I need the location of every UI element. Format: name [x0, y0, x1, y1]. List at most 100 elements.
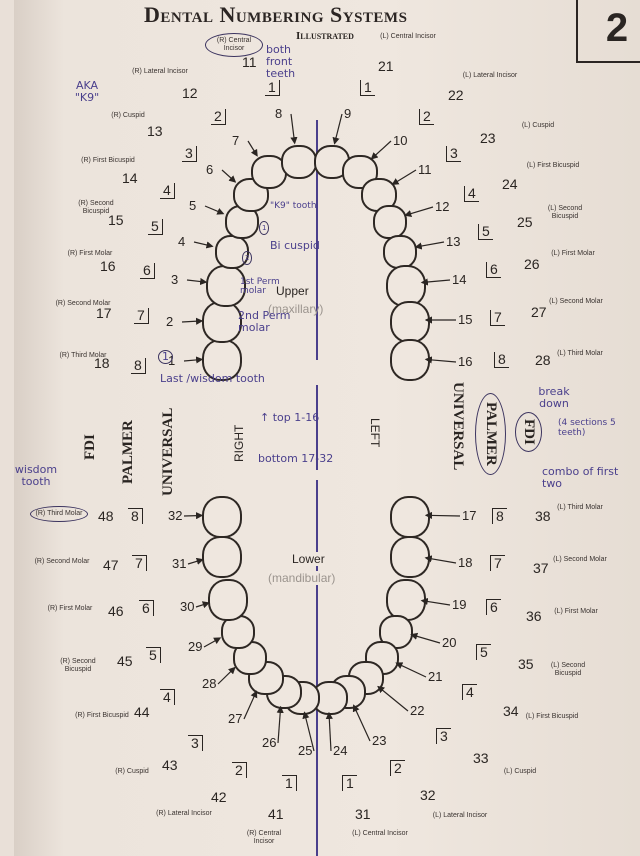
tooth-name: (L) Third Molar — [557, 350, 603, 357]
palmer-label-left: PALMER — [475, 393, 506, 475]
tooth-name: (R) Second Molar — [34, 558, 90, 565]
page-title: Dental Numbering Systems — [144, 2, 408, 27]
upper-label: Upper — [276, 284, 309, 298]
tooth-30[interactable] — [208, 579, 248, 621]
fdi-number: 22 — [448, 87, 464, 103]
fdi-number: 48 — [98, 508, 114, 524]
tooth-name: (R) Lateral Incisor — [132, 68, 188, 75]
fdi-number: 24 — [502, 176, 518, 192]
fdi-number: 47 — [103, 557, 119, 573]
arrow — [420, 597, 451, 606]
tooth-15[interactable] — [390, 301, 430, 343]
universal-number: 6 — [206, 162, 214, 177]
midline-upper — [316, 120, 318, 360]
tooth-name: (L) Cuspid — [521, 122, 555, 129]
tooth-name: (L) Central Incisor — [352, 830, 408, 837]
fdi-number: 33 — [473, 750, 489, 766]
universal-number: 9 — [344, 106, 352, 121]
palmer-number: 5 — [148, 219, 163, 235]
document-page: Dental Numbering Systems Illustrated 2 U… — [14, 0, 640, 856]
universal-number: 27 — [228, 711, 243, 726]
page-subtitle: Illustrated — [296, 30, 354, 42]
note-last-wisdom-tooth: Last /wisdom tooth — [160, 372, 265, 385]
fdi-number: 14 — [122, 170, 138, 186]
arrow — [414, 241, 445, 250]
tooth-name: (L) First Bicuspid — [525, 713, 579, 720]
palmer-number: 7 — [490, 555, 505, 571]
universal-number: 26 — [262, 735, 277, 750]
universal-number: 13 — [446, 234, 461, 249]
tooth-2[interactable] — [202, 301, 242, 343]
arrow — [193, 241, 214, 249]
tooth-name: (R) Second Bicuspid — [78, 200, 114, 215]
tooth-name: (R) Third Molar — [59, 352, 107, 359]
arrow — [183, 512, 204, 520]
tooth-12[interactable] — [373, 205, 407, 239]
universal-number: 4 — [178, 234, 186, 249]
palmer-number: 6 — [486, 599, 501, 615]
universal-number: 8 — [275, 106, 283, 121]
arrow — [217, 666, 236, 685]
fdi-number: 23 — [480, 130, 496, 146]
palmer-number: 8 — [131, 358, 146, 374]
arrow — [204, 205, 225, 215]
arrow — [404, 206, 434, 218]
note-top-range: ↑ top 1-16 — [260, 411, 320, 424]
tooth-16[interactable] — [390, 339, 430, 381]
arrow — [195, 601, 210, 609]
fdi-number: 13 — [147, 123, 163, 139]
tooth-3[interactable] — [206, 265, 246, 307]
note-circle-last: 1 — [158, 350, 173, 364]
universal-number: 21 — [428, 669, 443, 684]
palmer-label-right: PALMER — [120, 420, 136, 484]
tooth-31[interactable] — [202, 536, 242, 578]
arrow — [352, 704, 371, 742]
arrow — [420, 278, 451, 286]
note-circle-2: 2 — [242, 251, 253, 265]
fdi-number: 16 — [100, 258, 116, 274]
palmer-number: 2 — [232, 762, 247, 778]
arrow — [424, 555, 457, 564]
universal-number: 18 — [458, 555, 473, 570]
palmer-number: 7 — [490, 310, 505, 326]
universal-number: 3 — [171, 272, 179, 287]
palmer-number: 7 — [132, 555, 147, 571]
arrow — [332, 113, 343, 145]
arrow — [424, 356, 457, 364]
palmer-number: 6 — [139, 600, 154, 616]
tooth-17[interactable] — [390, 496, 430, 538]
tooth-name: (L) First Bicuspid — [526, 162, 580, 169]
note-k9-tooth: "K9" tooth — [270, 201, 317, 211]
fdi-label-right: FDI — [82, 434, 98, 460]
fdi-number: 42 — [211, 789, 227, 805]
tooth-32[interactable] — [202, 496, 242, 538]
tooth-18[interactable] — [390, 536, 430, 578]
fdi-number: 38 — [535, 508, 551, 524]
arrow — [221, 169, 237, 183]
fdi-number: 41 — [268, 806, 284, 822]
palmer-number: 5 — [146, 647, 161, 663]
fdi-number: 44 — [134, 704, 150, 720]
fdi-number: 46 — [108, 603, 124, 619]
tooth-8[interactable] — [281, 145, 317, 179]
palmer-number: 2 — [211, 109, 226, 125]
tooth-11[interactable] — [361, 178, 397, 212]
palmer-number: 8 — [494, 352, 509, 368]
tooth-name: (L) Second Molar — [553, 556, 607, 563]
universal-number: 5 — [189, 198, 197, 213]
palmer-number: 5 — [476, 644, 491, 660]
upper-sub-label: (maxillary) — [268, 302, 324, 316]
fdi-number: 31 — [355, 806, 371, 822]
universal-number: 19 — [452, 597, 467, 612]
note-sections: (4 sections 5 teeth) — [558, 418, 616, 438]
palmer-number: 1 — [342, 775, 357, 791]
tooth-13[interactable] — [383, 235, 417, 269]
universal-number: 14 — [452, 272, 467, 287]
palmer-number: 3 — [182, 146, 197, 162]
tooth-name: (R) First Molar — [67, 250, 113, 257]
fdi-label-left: FDI — [515, 412, 542, 452]
universal-number: 32 — [168, 508, 183, 523]
universal-number: 16 — [458, 354, 473, 369]
tooth-name: (R) Cuspid — [111, 112, 145, 119]
palmer-number: 4 — [464, 186, 479, 202]
